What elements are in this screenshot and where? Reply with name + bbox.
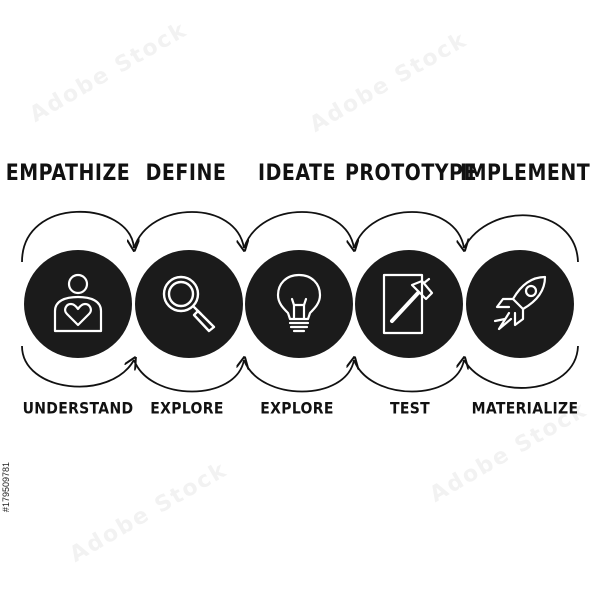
- arrow-bottom-4: [353, 360, 464, 393]
- step-circle-prototype: [355, 250, 463, 358]
- step-title-implement: IMPLEMENT: [460, 160, 591, 186]
- arrow-top-2: [133, 211, 244, 248]
- arrow-top-3: [243, 211, 354, 248]
- arrow-bottom-2: [133, 360, 244, 393]
- arrow-bottom-1: [21, 345, 134, 388]
- step-title-ideate: IDEATE: [258, 160, 336, 186]
- arrow-bottom-5: [463, 345, 579, 389]
- step-subtitle-materialize: MATERIALIZE: [471, 399, 579, 419]
- step-subtitle-understand: UNDERSTAND: [22, 399, 134, 419]
- step-title-prototype: PROTOTYPE: [345, 160, 477, 186]
- lightbulb-icon: [276, 273, 322, 333]
- step-circle-implement: [466, 250, 574, 358]
- arrow-bottom-3: [243, 360, 354, 393]
- arrow-top-4: [353, 211, 464, 248]
- step-subtitle-explore: EXPLORE: [260, 399, 334, 419]
- stock-id: #179509781: [1, 462, 11, 513]
- arrow-top-1: [21, 210, 134, 263]
- step-circle-define: [135, 250, 243, 358]
- step-circle-ideate: [245, 250, 353, 358]
- step-subtitle-test: TEST: [390, 399, 430, 419]
- step-title-define: DEFINE: [145, 160, 227, 186]
- step-circle-empathize: [24, 250, 132, 358]
- document-hammer-icon: [382, 273, 434, 335]
- magnifier-icon: [162, 275, 216, 333]
- step-subtitle-explore: EXPLORE: [150, 399, 224, 419]
- rocket-icon: [493, 275, 547, 331]
- arrow-top-5: [463, 214, 579, 263]
- step-title-empathize: EMPATHIZE: [5, 160, 131, 186]
- person-heart-icon: [53, 273, 103, 333]
